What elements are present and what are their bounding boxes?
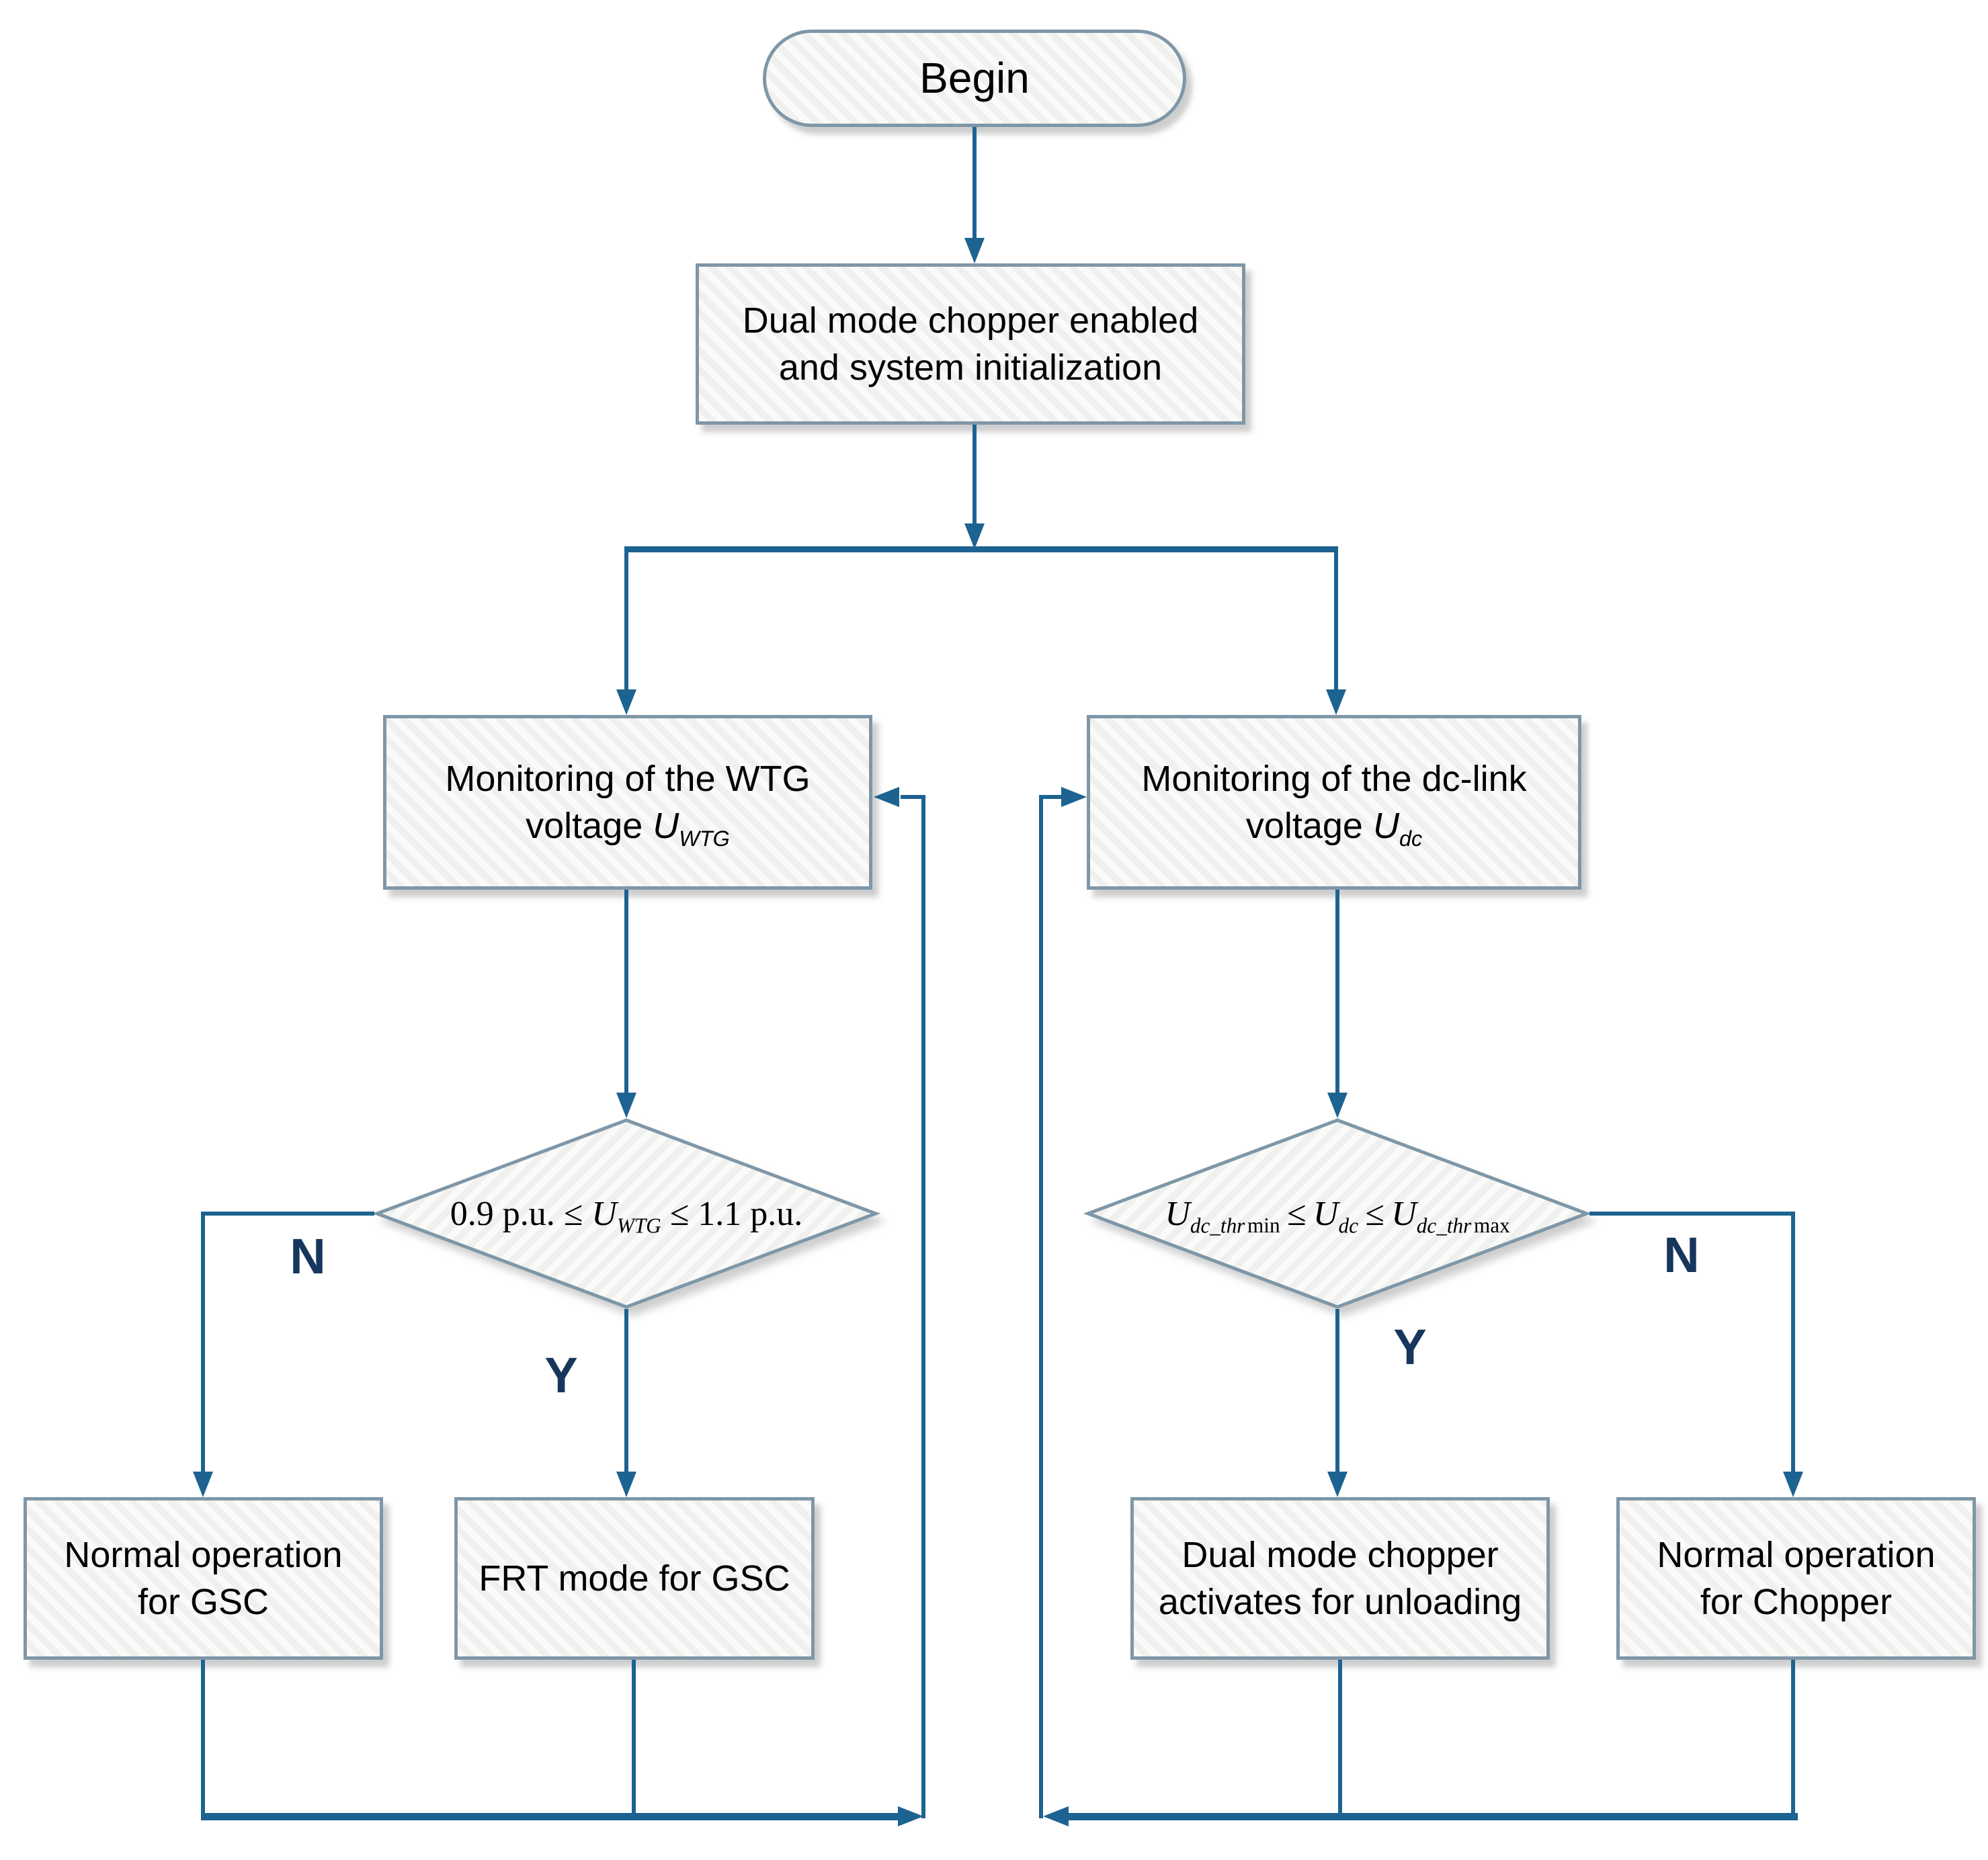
connector-normal-gsc-down xyxy=(201,1660,205,1818)
connector-wtg-yes-vertical xyxy=(624,1309,628,1472)
connector-normal-chopper-down xyxy=(1791,1660,1795,1818)
node-normal-gsc: Normal operation for GSC xyxy=(24,1497,383,1660)
chopper-unload-text: Dual mode chopper activates for unloadin… xyxy=(1159,1531,1522,1625)
dc-cond-v1: U xyxy=(1165,1194,1190,1233)
decision-wtg-condition: 0.9 p.u. ≤ UWTG ≤ 1.1 p.u. xyxy=(374,1118,878,1309)
monitor-wtg-text: Monitoring of the WTG voltage UWTG xyxy=(445,755,810,849)
arrowhead-frt-gsc xyxy=(616,1472,636,1497)
monitor-wtg-line2: voltage UWTG xyxy=(445,802,810,849)
dc-cond-op1: ≤ xyxy=(1286,1194,1307,1233)
connector-dc-no-horizontal xyxy=(1589,1212,1795,1216)
branch-label-dc-no: N xyxy=(1663,1227,1700,1283)
normal-chopper-line2: for Chopper xyxy=(1700,1582,1893,1622)
normal-gsc-line2: for GSC xyxy=(137,1582,270,1622)
connector-split-monitor-wtg xyxy=(624,546,628,689)
connector-right-loop-top xyxy=(1042,795,1062,799)
connector-monitor-wtg-decision xyxy=(624,890,628,1093)
dc-cond-s1: dc_thr xyxy=(1190,1213,1245,1237)
init-text: Dual mode chopper enabled and system ini… xyxy=(743,297,1198,391)
connector-left-merge-bar xyxy=(201,1813,898,1820)
connector-frt-gsc-down xyxy=(632,1660,636,1818)
connector-left-loop-top xyxy=(901,795,923,799)
dc-cond-v2: U xyxy=(1313,1194,1339,1233)
dc-cond-op2: ≤ xyxy=(1365,1194,1384,1233)
connector-wtg-no-horizontal xyxy=(201,1212,374,1216)
decision-wtg-expression: 0.9 p.u. ≤ UWTG ≤ 1.1 p.u. xyxy=(450,1194,803,1237)
node-chopper-unload: Dual mode chopper activates for unloadin… xyxy=(1130,1497,1550,1660)
branch-label-wtg-no: N xyxy=(290,1228,326,1284)
monitor-wtg-var: U xyxy=(653,806,679,846)
decision-dc-shape xyxy=(1083,1118,1592,1309)
init-line1: Dual mode chopper enabled xyxy=(742,300,1199,341)
connector-begin-init xyxy=(972,127,977,238)
wtg-cond-var: U xyxy=(591,1194,617,1233)
monitor-dc-voltage: voltage xyxy=(1245,806,1373,846)
connector-split-bar xyxy=(624,546,1338,552)
monitor-wtg-line1: Monitoring of the WTG xyxy=(445,758,811,799)
frt-gsc-label: FRT mode for GSC xyxy=(479,1558,790,1599)
normal-chopper-line1: Normal operation xyxy=(1657,1534,1936,1575)
node-init: Dual mode chopper enabled and system ini… xyxy=(696,263,1245,425)
wtg-cond-post: ≤ 1.1 p.u. xyxy=(661,1194,803,1233)
arrowhead-decision-wtg xyxy=(616,1093,636,1118)
arrowhead-begin-init xyxy=(964,238,985,263)
connector-right-merge-bar xyxy=(1069,1813,1798,1820)
connector-right-loop-riser xyxy=(1039,795,1043,1818)
connector-monitor-dc-decision xyxy=(1335,890,1339,1093)
chopper-unload-line1: Dual mode chopper xyxy=(1182,1534,1499,1575)
normal-gsc-text: Normal operation for GSC xyxy=(64,1531,342,1625)
arrowhead-loop-monitor-dc xyxy=(1061,787,1087,807)
chopper-unload-line2: activates for unloading xyxy=(1158,1582,1522,1622)
arrowhead-normal-chopper xyxy=(1783,1472,1803,1497)
arrowhead-decision-dc xyxy=(1327,1093,1348,1118)
branch-label-dc-yes: Y xyxy=(1393,1319,1427,1375)
node-monitor-wtg: Monitoring of the WTG voltage UWTG xyxy=(383,715,872,890)
normal-chopper-text: Normal operation for Chopper xyxy=(1657,1531,1935,1625)
arrowhead-monitor-wtg xyxy=(616,689,636,715)
connector-left-loop-riser xyxy=(921,795,925,1818)
connector-wtg-no-vertical xyxy=(201,1212,205,1472)
connector-chopper-unload-down xyxy=(1338,1660,1342,1818)
monitor-dc-var: U xyxy=(1372,806,1399,846)
wtg-cond-pre: 0.9 p.u. ≤ xyxy=(450,1194,592,1233)
monitor-dc-line2: voltage Udc xyxy=(1141,802,1526,849)
connector-split-monitor-dc xyxy=(1334,546,1338,689)
monitor-dc-sub: dc xyxy=(1399,826,1423,851)
branch-label-wtg-yes: Y xyxy=(544,1347,578,1403)
wtg-cond-sub: WTG xyxy=(616,1213,661,1237)
node-monitor-dc: Monitoring of the dc-link voltage Udc xyxy=(1087,715,1581,890)
connector-dc-yes-vertical xyxy=(1335,1309,1339,1472)
dc-cond-r1: min xyxy=(1247,1213,1280,1237)
dc-cond-r3: max xyxy=(1473,1213,1510,1237)
monitor-dc-text: Monitoring of the dc-link voltage Udc xyxy=(1141,755,1526,849)
arrowhead-monitor-dc xyxy=(1326,689,1346,715)
connector-dc-no-vertical xyxy=(1791,1212,1795,1472)
monitor-dc-line1: Monitoring of the dc-link xyxy=(1141,758,1527,799)
arrowhead-loop-monitor-wtg xyxy=(874,787,899,807)
decision-wtg-shape xyxy=(372,1118,881,1309)
monitor-wtg-voltage: voltage xyxy=(526,806,653,846)
begin-label: Begin xyxy=(919,53,1030,102)
dc-cond-s2: dc xyxy=(1338,1213,1358,1237)
arrowhead-init-split xyxy=(964,523,985,549)
node-frt-gsc: FRT mode for GSC xyxy=(454,1497,815,1660)
init-line2: and system initialization xyxy=(778,347,1163,388)
arrowhead-chopper-unload xyxy=(1327,1472,1348,1497)
monitor-wtg-sub: WTG xyxy=(679,826,730,851)
arrowhead-normal-gsc xyxy=(193,1472,213,1497)
connector-init-split xyxy=(972,425,977,523)
arrowhead-left-merge xyxy=(898,1806,923,1826)
dc-cond-s3: dc_thr xyxy=(1416,1213,1472,1237)
normal-gsc-line1: Normal operation xyxy=(64,1534,343,1575)
dc-cond-v3: U xyxy=(1391,1194,1417,1233)
node-begin: Begin xyxy=(763,30,1186,127)
arrowhead-right-merge xyxy=(1043,1806,1069,1826)
node-normal-chopper: Normal operation for Chopper xyxy=(1616,1497,1976,1660)
